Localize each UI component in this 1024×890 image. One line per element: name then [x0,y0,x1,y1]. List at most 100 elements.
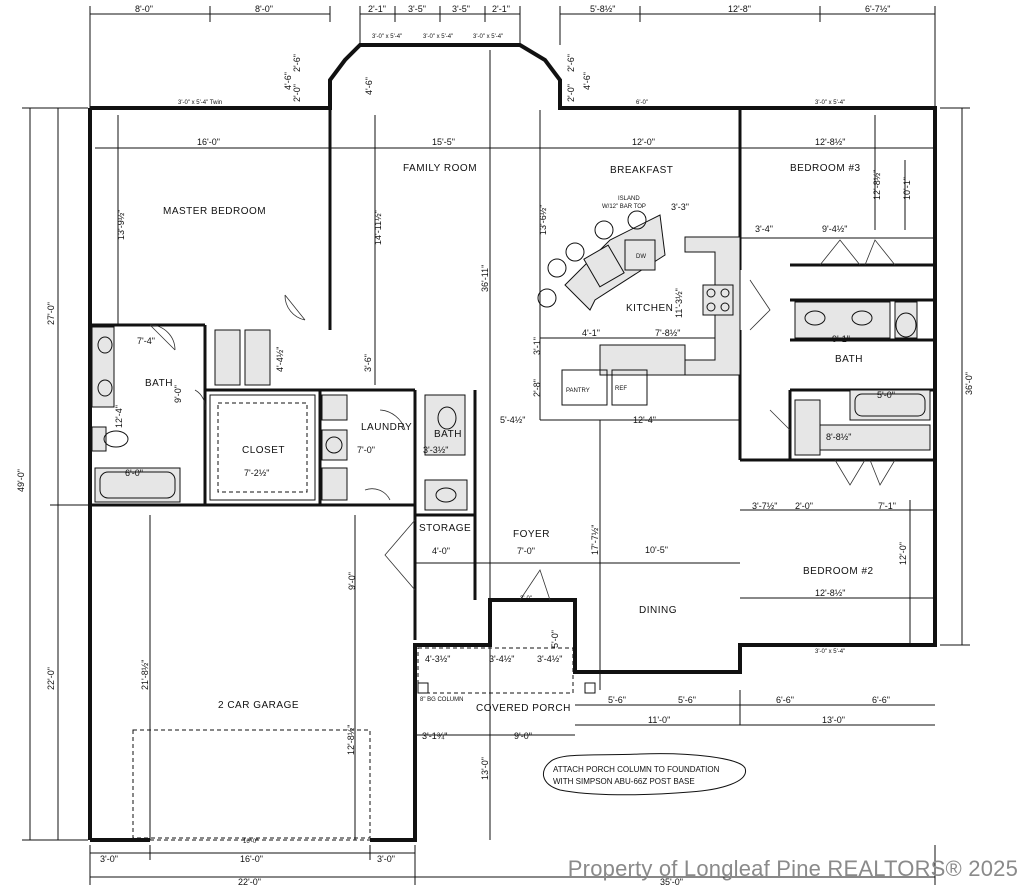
dim-kitchen-g: 5'-4½" [500,415,525,425]
note-line2: WITH SIMPSON ABU-66Z POST BASE [553,777,695,786]
dim-bed3-closet-b: 9'-4½" [822,224,847,234]
dim-porch-d: 5'-0" [550,630,560,648]
dim-right-b: 5'-6" [678,695,696,705]
dim-kitchen-f: 12'-4" [633,415,656,425]
exterior-walls [88,43,937,842]
dim-bay-f: 4'-6" [582,72,592,90]
dim-master-bath-b: 12'-4" [114,405,124,428]
dim-porch-c: 3'-4½" [537,654,562,664]
dim-top-h: 12'-8" [728,4,751,14]
dim-bay-a: 4'-6" [283,72,293,90]
dim-storage-h: 9'-0" [347,572,357,590]
room-foyer: FOYER [513,529,550,540]
dim-left-lower: 22'-0" [46,667,56,690]
dim-kitchen-b: 11'-3½" [674,288,684,318]
dim-left-upper: 27'-0" [46,302,56,325]
dim-left-overall: 49'-0" [16,469,26,492]
dim-kitchen-a: 3'-3" [671,202,689,212]
dim-bottom-b: 16'-0" [240,854,263,864]
room-bedroom-3: BEDROOM #3 [790,163,861,174]
dim-right-a: 5'-6" [608,695,626,705]
room-kitchen: KITCHEN [626,303,673,314]
pantry-label: PANTRY [566,388,590,394]
dim-bath-right-a: 9'-1" [832,334,850,344]
dim-porch-e: 3'-0" [520,596,532,602]
dim-dining-w: 10'-5" [645,545,668,555]
window-bed2: 3'-0" x 5'-4" [815,649,845,655]
window-bay-1: 3'-0" x 5'-4" [372,34,402,40]
dim-porch-h: 13'-0" [480,757,490,780]
dim-closet-w: 7'-2½" [244,468,269,478]
dim-bed3-h: 12'-8½" [872,170,882,200]
porch [417,647,596,694]
porch-note: ATTACH PORCH COLUMN TO FOUNDATION WITH S… [542,753,746,796]
room-hall-bath: BATH [434,429,462,440]
dim-master-bath-c: 9'-0" [173,385,183,403]
dim-bath-right-b: 8'-8½" [826,432,851,442]
dim-bath-right-tub: 5'-0" [877,390,895,400]
dim-bottom-total-right: 35'-0" [660,877,683,887]
dim-top-d: 3'-5" [408,4,426,14]
column-label: 8" BG COLUMN [420,697,463,703]
fixtures [91,210,931,839]
dim-master-bath-a: 7'-4" [137,336,155,346]
dim-bay-e: 2'-6" [566,54,576,72]
dim-foyer-w: 7'-0" [517,546,535,556]
window-labels: 3'-0" x 5'-4" Twin 3'-0" x 5'-4" 3'-0" x… [178,34,845,655]
dim-garage-w: 21'-8½" [140,660,150,690]
interior-walls [90,108,935,640]
dim-top-a: 8'-0" [135,4,153,14]
dim-tub-a: 6'-0" [125,468,143,478]
dim-bay-c: 4'-6" [364,77,374,95]
note-line1: ATTACH PORCH COLUMN TO FOUNDATION [553,765,720,774]
dim-hall-b: 4'-4½" [275,347,285,372]
dim-breakfast-h: 13'-6½" [538,205,548,235]
dim-top-e: 3'-5" [452,4,470,14]
watermark: Property of Longleaf Pine REALTORS® 2025 [567,856,1018,881]
dim-family-w: 15'-5" [432,137,455,147]
dim-right-d: 6'-6" [872,695,890,705]
dim-porch-a: 4'-3½" [425,654,450,664]
dim-right-e: 11'-0" [648,715,670,725]
ref-label: REF [615,386,627,392]
window-bay-2: 3'-0" x 5'-4" [423,34,453,40]
side-dimensions: 49'-0" 27'-0" 22'-0" 36'-0" [16,302,974,690]
dim-bed3-w: 12'-8½" [815,137,845,147]
dim-porch-g: 9'-0" [514,731,532,741]
dim-bed2-w: 12'-8½" [815,588,845,598]
dimension-lines [22,6,970,885]
dim-bay-b: 2'-6" [292,54,302,72]
bottom-dimensions: 3'-0" 16'-0" 3'-0" 22'-0" 35'-0" 16'-0" [100,839,683,887]
dim-bottom-a: 3'-0" [100,854,118,864]
dim-kitchen-d: 7'-8½" [655,328,680,338]
dim-top-f: 2'-1" [492,4,510,14]
room-right-bath: BATH [835,354,863,365]
window-master-twin: 3'-0" x 5'-4" Twin [178,100,222,106]
room-master-bedroom: MASTER BEDROOM [163,206,266,217]
window-bed3: 3'-0" x 5'-4" [815,100,845,106]
dim-master-w: 16'-0" [197,137,220,147]
dim-kitchen-h: 2'-8" [532,379,542,397]
dim-laundry-w: 7'-0" [357,445,375,455]
room-master-bath: BATH [145,378,173,389]
dim-bed2-a: 3'-7½" [752,501,777,511]
dim-bed3-b: 10'-1" [902,177,912,200]
room-closet: CLOSET [242,445,285,456]
room-labels: MASTER BEDROOM FAMILY ROOM BREAKFAST BED… [145,163,874,714]
room-bedroom-2: BEDROOM #2 [803,566,874,577]
dim-garage-door: 16'-0" [243,839,258,845]
island-label: ISLAND [618,196,640,202]
dim-top-i: 6'-7½" [865,4,890,14]
window-bay-3: 3'-0" x 5'-4" [473,34,503,40]
dim-bay-h: 6'-0" [636,100,648,106]
dim-foyer-h: 17'-7½" [590,525,600,555]
dim-right-overall: 36'-0" [964,372,974,395]
dim-right-f: 13'-0" [822,715,845,725]
door-swings [149,239,896,601]
dim-bed2-b: 2'-0" [795,501,813,511]
dim-bed2-c: 7'-1" [878,501,896,511]
dim-top-c: 2'-1" [368,4,386,14]
dim-porch-b: 3'-4½" [489,654,514,664]
dim-garage-h: 12'-8½" [346,725,356,755]
